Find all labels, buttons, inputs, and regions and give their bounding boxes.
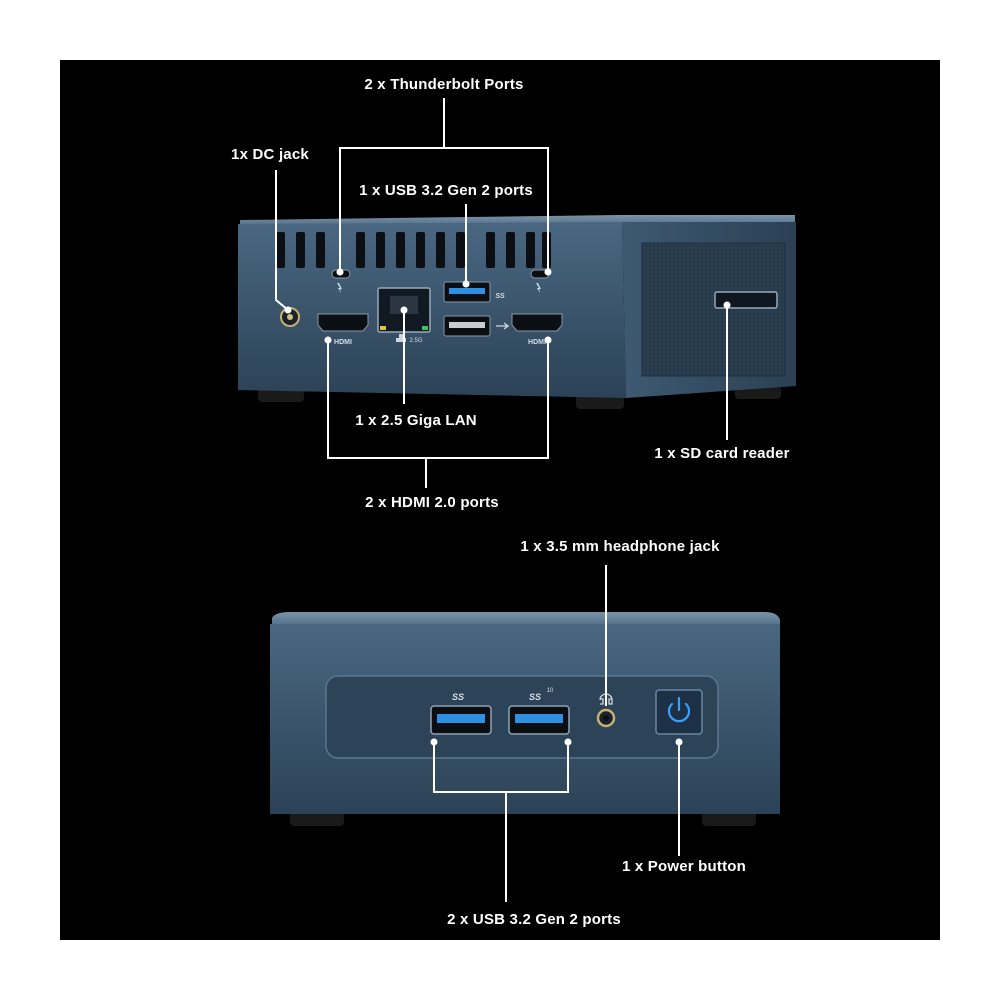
hdmi-mark-right: HDMI <box>528 339 546 346</box>
label-usb-front: 2 x USB 3.2 Gen 2 ports <box>447 911 621 928</box>
front-superspeed-mark-left: SS <box>452 692 464 702</box>
sd-card-slot[interactable] <box>714 291 778 309</box>
hdmi-port-right[interactable] <box>511 313 563 332</box>
label-power-button: 1 x Power button <box>621 858 747 875</box>
rear-leader-dots <box>284 268 731 344</box>
front-leader-lines <box>433 565 680 902</box>
thunderbolt-icon <box>337 283 342 293</box>
headphone-icon <box>599 693 613 705</box>
hdmi-port-left[interactable] <box>317 313 369 332</box>
dc-jack-icon <box>287 314 293 320</box>
front-superspeed-rate: 10 <box>547 688 554 694</box>
label-lan: 1 x 2.5 Giga LAN <box>355 412 477 429</box>
lan-led-right <box>422 326 428 330</box>
rear-vents <box>276 232 551 268</box>
power-button[interactable] <box>655 689 703 735</box>
label-sd-reader: 1 x SD card reader <box>654 445 790 462</box>
front-leader-dots <box>430 738 683 746</box>
front-unit <box>270 612 780 826</box>
thunderbolt-icon <box>536 283 541 293</box>
side-mesh-grille <box>641 242 786 377</box>
rear-unit <box>238 215 796 409</box>
headphone-jack-hole <box>603 715 609 721</box>
front-usb-port-right-tongue <box>515 714 563 723</box>
hdmi-mark-left: HDMI <box>334 339 352 346</box>
rear-usb-port-top-tongue <box>449 288 485 294</box>
lan-port-inner <box>390 296 418 314</box>
rear-superspeed-mark: SS <box>495 293 505 300</box>
label-usb-rear: 1 x USB 3.2 Gen 2 ports <box>359 182 533 199</box>
label-headphone-jack: 1 x 3.5 mm headphone jack <box>520 538 720 555</box>
lan-led-left <box>380 326 386 330</box>
label-dc-jack: 1x DC jack <box>231 146 309 163</box>
lan-speed-mark: 2.5G <box>409 338 422 344</box>
label-hdmi: 2 x HDMI 2.0 ports <box>365 494 499 511</box>
usb-icon <box>496 322 510 330</box>
front-usb-port-left-tongue <box>437 714 485 723</box>
power-icon <box>667 696 691 723</box>
rear-leader-lines <box>275 98 728 488</box>
label-thunderbolt-ports: 2 x Thunderbolt Ports <box>364 76 524 93</box>
front-superspeed-mark-right: SS <box>529 692 541 702</box>
rear-usb-port-bottom-tongue <box>449 322 485 328</box>
